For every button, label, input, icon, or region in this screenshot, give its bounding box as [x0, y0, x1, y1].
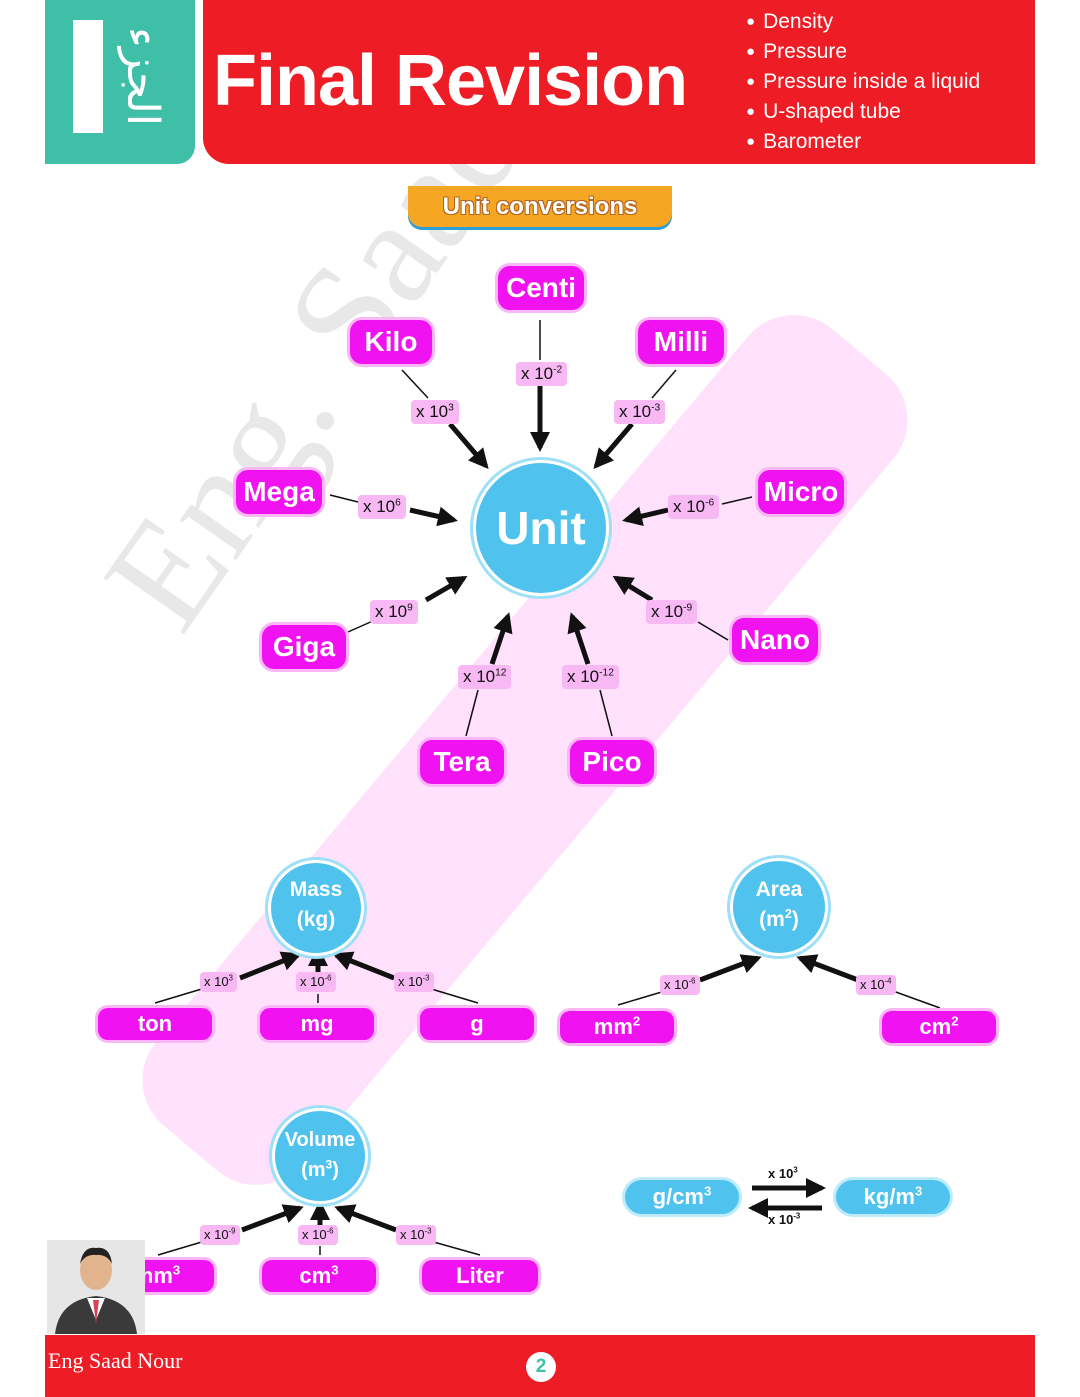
topic-item: Pressure inside a liquid	[746, 68, 980, 98]
section-subtitle: Unit conversions	[408, 186, 672, 230]
factor-cm3: x 10-6	[298, 1225, 338, 1245]
area-unit: (m2)	[759, 907, 799, 931]
factor-mm3: x 10-9	[200, 1225, 240, 1245]
factor-mm2: x 10-6	[660, 975, 700, 995]
mass-item-ton: ton	[98, 1008, 212, 1040]
factor-milli: x 10-3	[614, 400, 666, 424]
area-item-cm2: cm2	[882, 1011, 996, 1043]
density-unit-left: g/cm3	[625, 1180, 739, 1214]
area-label: Area	[755, 878, 803, 901]
factor-giga: x 109	[370, 600, 418, 624]
mass-unit: (kg)	[296, 908, 336, 931]
mass-label: Mass	[289, 878, 343, 901]
factor-kilo: x 103	[411, 400, 459, 424]
area-node: Area (m2)	[730, 858, 828, 956]
topic-item: Barometer	[746, 128, 980, 158]
factor-tera: x 1012	[458, 665, 512, 689]
prefix-nano: Nano	[732, 618, 818, 662]
section-label: الجزء	[117, 27, 168, 126]
topic-item: Pressure	[746, 38, 980, 68]
factor-liter: x 10-3	[396, 1225, 436, 1245]
prefix-pico: Pico	[570, 740, 654, 784]
mass-item-mg: mg	[260, 1008, 374, 1040]
section-badge	[45, 0, 195, 164]
factor-pico: x 10-12	[562, 665, 619, 689]
page-number: 2	[526, 1352, 556, 1382]
topic-item: Density	[746, 8, 980, 38]
volume-item-liter: Liter	[422, 1260, 538, 1292]
volume-label: Volume	[284, 1129, 356, 1151]
prefix-milli: Milli	[638, 320, 724, 364]
mass-item-g: g	[420, 1008, 534, 1040]
unit-center-node: Unit	[473, 460, 609, 596]
prefix-kilo: Kilo	[350, 320, 432, 364]
section-bar-icon	[73, 20, 103, 133]
factor-nano: x 10-9	[646, 600, 698, 624]
factor-micro: x 10-6	[668, 495, 720, 519]
factor-centi: x 10-2	[516, 362, 568, 386]
factor-g: x 10-3	[394, 972, 434, 992]
density-backward-factor: x 10-3	[768, 1211, 801, 1227]
area-item-mm2: mm2	[560, 1011, 674, 1043]
factor-mega: x 106	[358, 495, 406, 519]
mass-node: Mass (kg)	[268, 860, 364, 956]
factor-ton: x 103	[200, 972, 237, 992]
prefix-centi: Centi	[498, 266, 584, 310]
factor-mg: x 10-6	[296, 972, 336, 992]
page-title: Final Revision	[213, 41, 688, 121]
density-forward-factor: x 103	[768, 1165, 798, 1181]
footer-author: Eng Saad Nour	[48, 1348, 183, 1373]
prefix-giga: Giga	[262, 625, 346, 669]
density-unit-right: kg/m3	[836, 1180, 950, 1214]
topic-list: Density Pressure Pressure inside a liqui…	[746, 8, 980, 158]
prefix-tera: Tera	[420, 740, 504, 784]
prefix-mega: Mega	[236, 470, 322, 514]
volume-unit: (m3)	[301, 1157, 339, 1181]
topic-item: U-shaped tube	[746, 98, 980, 128]
volume-node: Volume (m3)	[272, 1108, 368, 1204]
factor-cm2: x 10-4	[856, 975, 896, 995]
prefix-micro: Micro	[758, 470, 844, 514]
volume-item-cm3: cm3	[262, 1260, 376, 1292]
author-photo	[47, 1240, 145, 1334]
